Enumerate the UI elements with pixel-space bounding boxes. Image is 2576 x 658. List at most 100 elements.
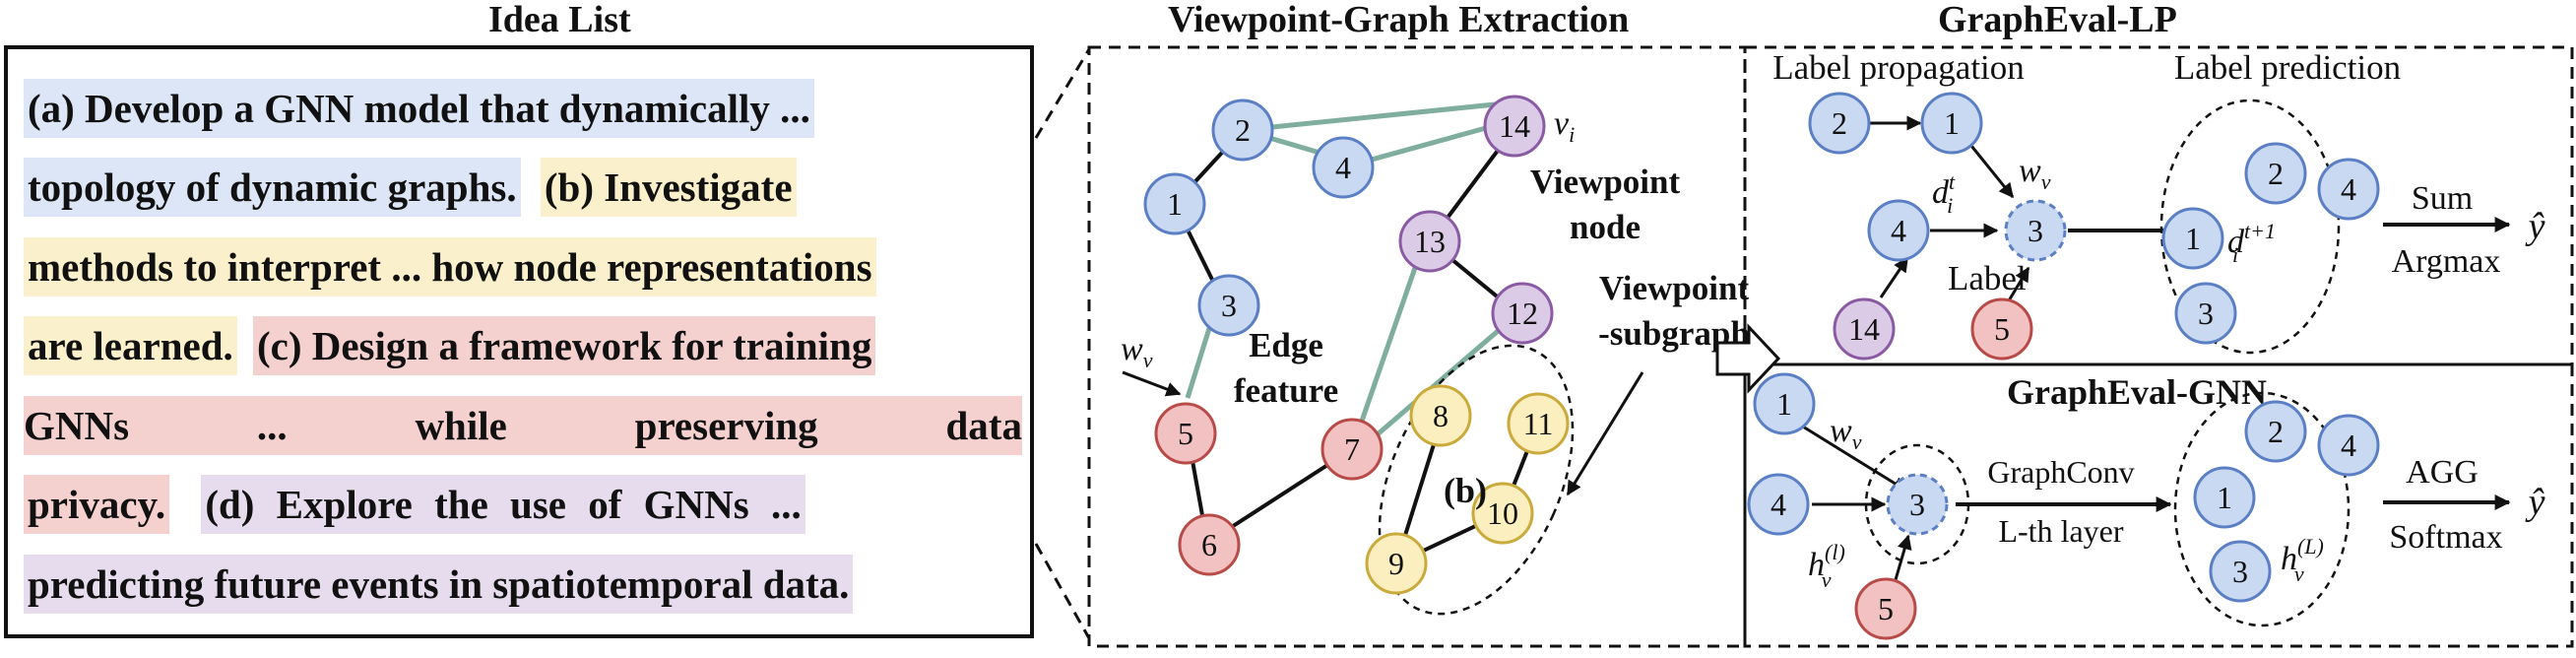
idea-a-start: (a) Develop a GNN model that dynamically… [24,79,814,138]
wv-arrow [1122,370,1182,397]
idea-line: privacy. (d) Explore the use of GNNs ... [24,475,1022,534]
idea-d-end: predicting future events in spatiotempor… [24,555,854,614]
svg-text:3: 3 [1221,288,1237,323]
lp-y-hat: ŷ [2525,206,2545,247]
svg-text:2: 2 [2268,414,2284,449]
gnn-lth-layer-label: L-th layer [1998,513,2123,549]
idea-b-start: (b) Investigate [540,158,797,217]
svg-text:11: 11 [1523,406,1554,441]
lp-node: 2 [1808,92,1871,155]
graph-node: 4 [1312,136,1375,199]
idea-list-title: Idea List [488,0,631,40]
svg-text:1: 1 [1167,186,1183,222]
connector-line-bottom [1034,543,1091,639]
idea-c-word: while [415,403,507,448]
lp-title: GraphEval-LP [1938,0,2177,40]
gnn-edge [1797,422,1908,493]
graph-node: 14 [1483,95,1546,158]
idea-b-middle: methods to interpret ... how node repres… [24,237,876,296]
idea-a-end: topology of dynamic graphs. [24,158,521,217]
lp-pred-node: 4 [2317,158,2380,221]
graph-node: 11 [1507,392,1570,455]
graph-node: 7 [1320,418,1384,481]
idea-line: (a) Develop a GNN model that dynamically… [24,79,1022,138]
gnn-graphconv-label: GraphConv [1987,454,2134,490]
idea-b-end: are learned. [24,316,237,375]
gnn-softmax-label: Softmax [2389,519,2502,556]
viewpoint-subgraph-label: Viewpoint-subgraph [1598,269,1750,353]
svg-text:1: 1 [2217,480,2232,515]
graph-node: 3 [1197,274,1260,337]
svg-text:2: 2 [2268,156,2284,191]
svg-text:10: 10 [1487,495,1518,531]
idea-list-box: (a) Develop a GNN model that dynamically… [4,45,1034,638]
connector-line-top [1034,48,1091,139]
svg-text:12: 12 [1507,296,1538,331]
graph-node: 10 [1471,482,1534,545]
gnn-node: 4 [1747,473,1810,536]
svg-text:1: 1 [1776,386,1792,422]
svg-text:5: 5 [1178,416,1193,451]
gnn-out-node: 2 [2244,400,2307,463]
svg-text:9: 9 [1388,546,1404,581]
gnn-title: GraphEval-GNN [2007,372,2267,412]
idea-c-start: (c) Design a framework for training [253,316,876,375]
svg-text:4: 4 [1771,487,1786,522]
svg-text:1: 1 [1944,105,1960,141]
svg-text:14: 14 [1499,108,1530,144]
lp-wv-label: wv [2019,153,2051,194]
lp-prediction-ellipse [2159,99,2341,355]
svg-text:1: 1 [2185,221,2201,256]
lp-pred-node: 2 [2244,142,2307,205]
gnn-section: GraphEval-GNN 1 4 3 5 wv h(l)v GraphConv… [1747,372,2545,640]
graph-node: 1 [1143,172,1206,235]
svg-text:4: 4 [2341,428,2356,463]
lp-pred-node: 1 [2161,207,2224,270]
label-propagation-title: Label propagation [1772,48,2025,87]
svg-text:4: 4 [1891,213,1906,248]
svg-text:4: 4 [1335,150,1351,185]
svg-text:8: 8 [1433,398,1449,433]
lp-section: Label propagation Label prediction 2 1 4… [1772,48,2545,361]
lp-node: 4 [1867,199,1930,262]
svg-text:3: 3 [1909,487,1925,522]
gnn-output-ellipse [2173,391,2351,627]
svg-text:5: 5 [1878,591,1894,626]
teal-edge [1242,99,1515,133]
lp-edge [1969,145,2015,199]
gnn-node: 1 [1753,372,1816,435]
svg-text:13: 13 [1414,224,1446,259]
graph-node: 13 [1398,210,1461,273]
svg-text:4: 4 [2341,171,2356,207]
lp-node: 5 [1970,297,2033,361]
viewpoint-subgraph-ellipse [1378,344,1575,616]
teal-edge [1349,241,1427,450]
lp-pred-node: 3 [2174,282,2237,345]
gnn-out-node: 4 [2317,414,2380,477]
lp-target-node: 3 [2004,199,2067,262]
gnn-out-node: 1 [2193,466,2256,529]
svg-text:2: 2 [1235,112,1251,148]
gnn-target-node: 3 [1886,473,1949,536]
gnn-panel [1743,362,2574,648]
svg-text:7: 7 [1344,431,1360,467]
idea-line-justified: GNNs ... while preserving data [24,396,1022,455]
svg-text:5: 5 [1994,311,2010,347]
graph-node: 5 [1154,402,1217,465]
gnn-hL-label: h(L)v [2281,534,2324,586]
gnn-edge [1893,534,1912,584]
idea-line: are learned. (c) Design a framework for … [24,316,1022,375]
teal-edge [1356,312,1519,453]
gnn-node: 5 [1854,577,1917,640]
gnn-wv-label: wv [1830,413,1862,454]
gnn-hl-label: h(l)v [1808,540,1845,592]
lp-node: 1 [1920,92,1983,155]
svg-text:3: 3 [2198,296,2214,331]
idea-c-word: data [945,403,1022,448]
idea-c-word: ... [256,403,288,448]
svg-text:3: 3 [2232,554,2248,589]
idea-c-word: GNNs [24,403,130,448]
